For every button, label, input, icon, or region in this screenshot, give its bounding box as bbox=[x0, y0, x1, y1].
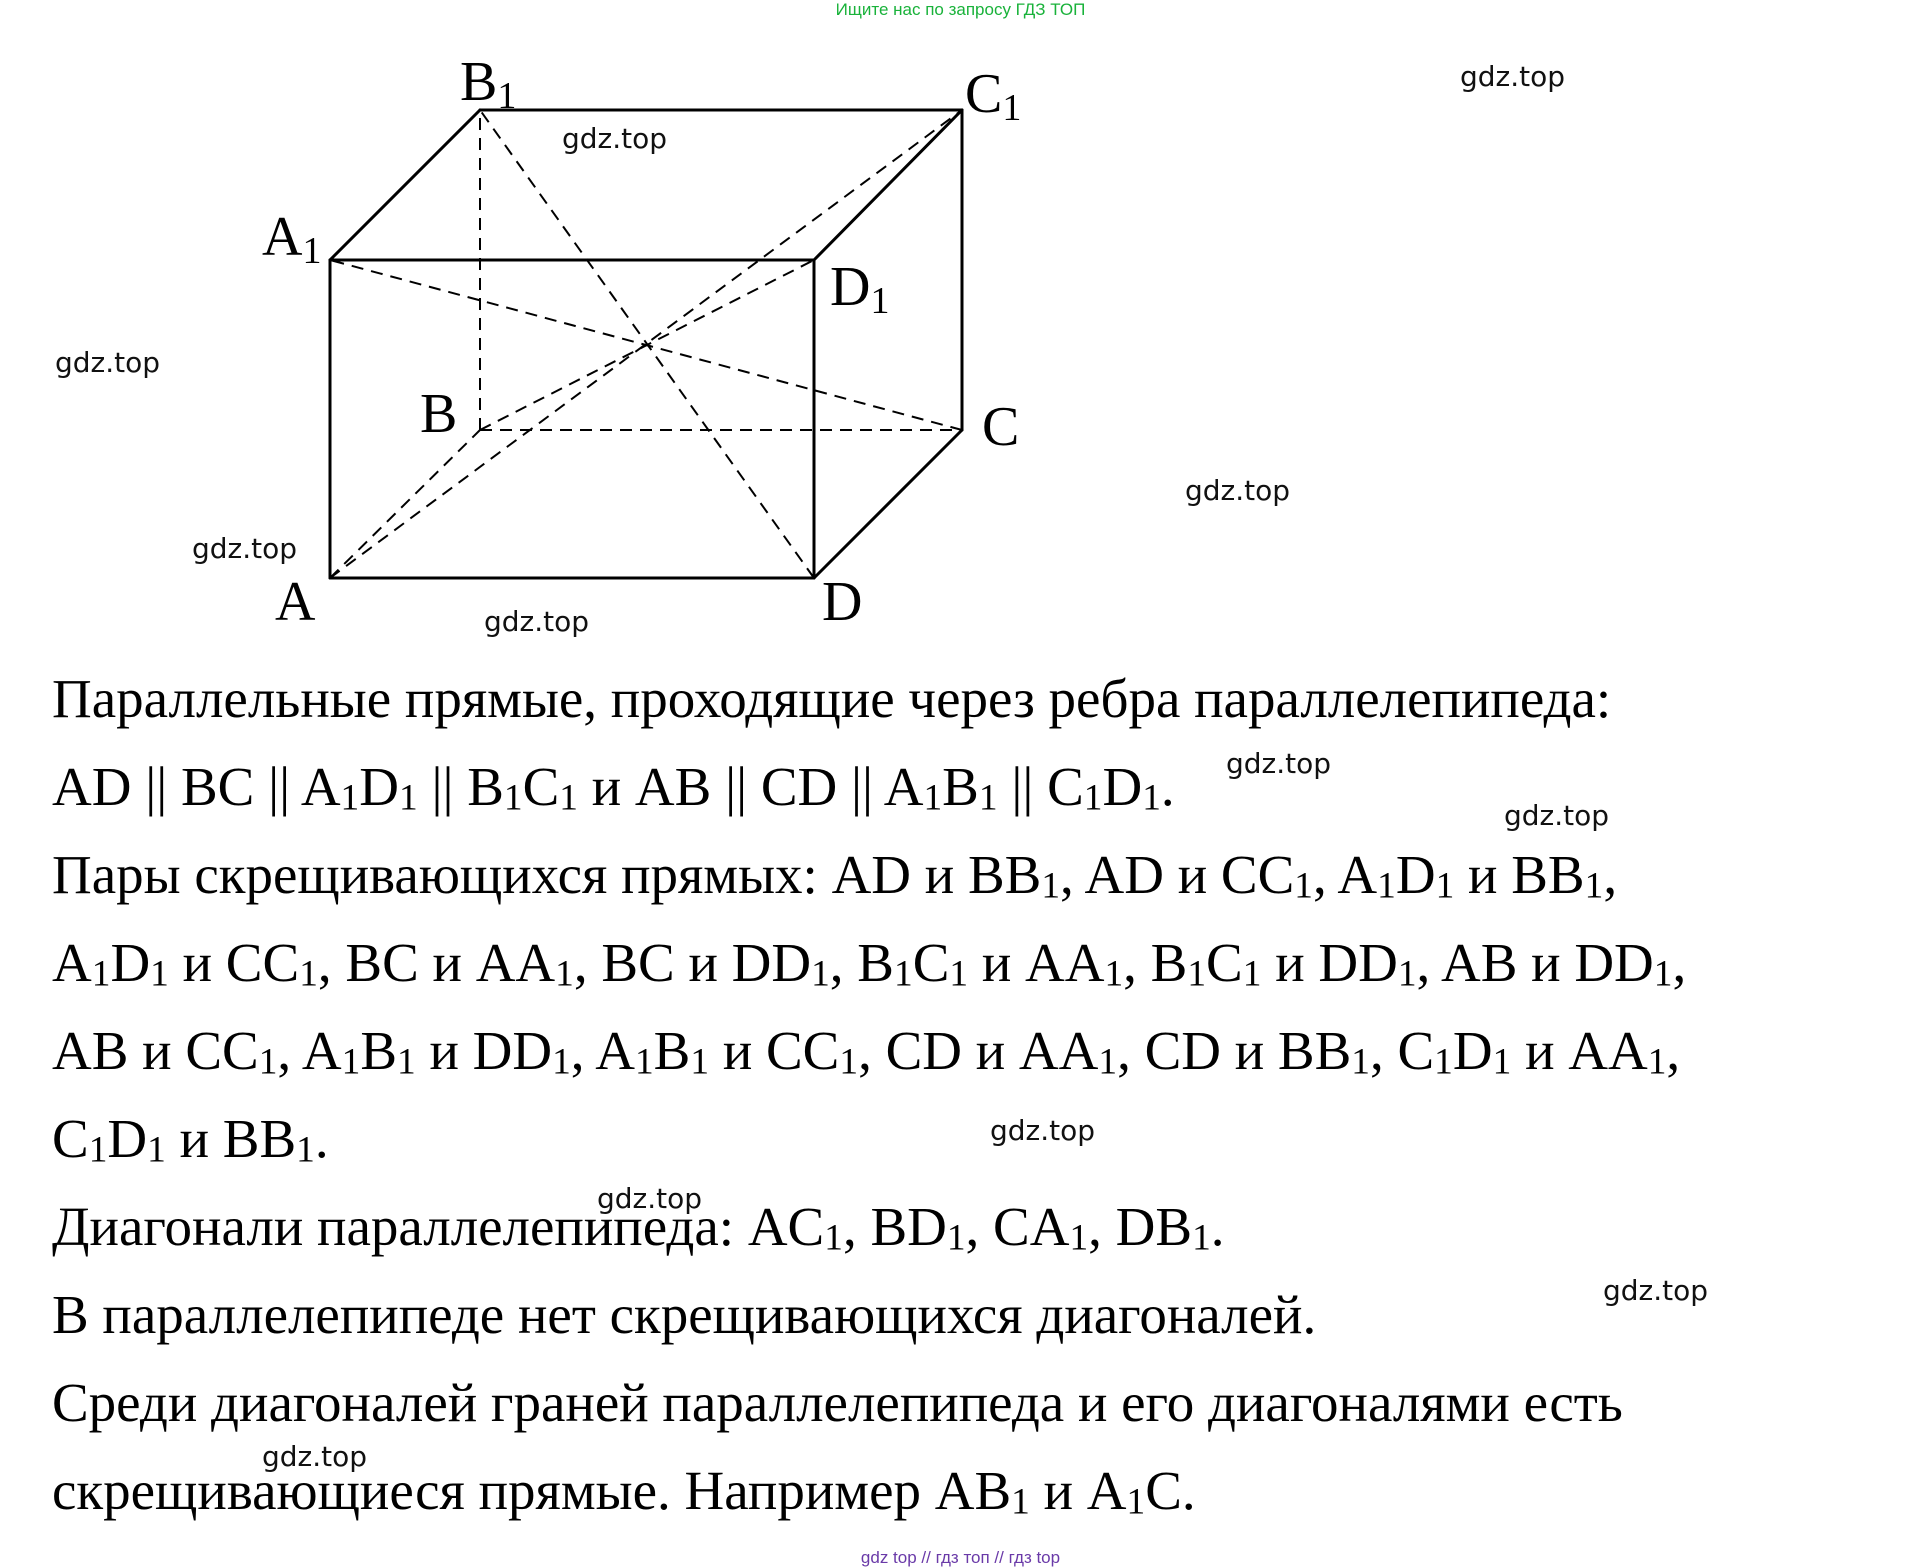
watermark: gdz.top bbox=[484, 605, 590, 638]
subscript: 1 bbox=[1653, 953, 1673, 995]
watermark: gdz.top bbox=[1603, 1274, 1709, 1307]
subscript: 1 bbox=[1142, 777, 1161, 819]
subscript: 1 bbox=[824, 1217, 843, 1259]
text-line-diagonals: Диагонали параллелепипеда: AC1, BD1, CA1… bbox=[52, 1196, 1225, 1259]
subscript: 1 bbox=[893, 953, 913, 995]
watermark: gdz.top bbox=[1226, 747, 1332, 780]
diagonal-c-a1 bbox=[329, 259, 963, 431]
watermark: gdz.top bbox=[597, 1182, 703, 1215]
text-line-skew-pairs-3: AB и CC1, A1B1 и DD1, A1B1 и CC1, CD и A… bbox=[52, 1020, 1681, 1083]
vertex-label-a: A bbox=[275, 571, 316, 633]
watermark: gdz.top bbox=[562, 122, 668, 155]
subscript: 1 bbox=[923, 777, 943, 819]
subscript: 1 bbox=[91, 953, 111, 995]
subscript: 1 bbox=[147, 1129, 166, 1171]
vertex-label-a1: A1 bbox=[262, 206, 321, 272]
subscript: 1 bbox=[1069, 1217, 1089, 1259]
solution-text: Параллельные прямые, проходящие через ре… bbox=[52, 655, 1912, 1535]
subscript: 1 bbox=[1187, 953, 1207, 995]
subscript: 1 bbox=[1492, 1041, 1512, 1083]
subscript: 1 bbox=[150, 953, 169, 995]
subscript: 1 bbox=[1011, 1481, 1030, 1523]
subscript: 1 bbox=[1098, 1041, 1118, 1083]
text-line-parallel-list: AD || BC || A1D1 || B1C1 и AB || CD || A… bbox=[52, 756, 1175, 819]
parallelepiped-figure: A B C D A1 B1 C1 D1 bbox=[262, 51, 1021, 633]
text-line-skew-pairs-2: A1D1 и CC1, BC и AA1, BC и DD1, B1C1 и A… bbox=[52, 932, 1687, 995]
subscript: 1 bbox=[1351, 1041, 1370, 1083]
edge-a-b bbox=[329, 429, 481, 579]
vertex-label-d: D bbox=[822, 571, 862, 633]
text-line-face-diagonals: Среди диагоналей граней параллелепипеда … bbox=[52, 1372, 1623, 1433]
subscript: 1 bbox=[1584, 865, 1604, 907]
text-line-parallel-heading: Параллельные прямые, проходящие через ре… bbox=[52, 668, 1612, 729]
subscript: 1 bbox=[1294, 865, 1313, 907]
subscript: 1 bbox=[978, 777, 998, 819]
bottom-banner[interactable]: gdz top // гдз топ // гдз top bbox=[860, 1548, 1061, 1567]
subscript: 1 bbox=[503, 777, 523, 819]
edge-d1-c1 bbox=[812, 108, 964, 262]
subscript: 1 bbox=[1104, 953, 1124, 995]
edge-d-c bbox=[812, 428, 964, 580]
subscript: 1 bbox=[839, 1041, 859, 1083]
subscript: 1 bbox=[552, 1041, 571, 1083]
vertex-label-b: B bbox=[420, 383, 457, 445]
subscript: 1 bbox=[1377, 865, 1396, 907]
vertex-label-d1: D1 bbox=[830, 256, 889, 322]
watermark: gdz.top bbox=[1504, 799, 1610, 832]
subscript: 1 bbox=[1192, 1217, 1211, 1259]
watermark: gdz.top bbox=[990, 1114, 1096, 1147]
subscript: 1 bbox=[1435, 865, 1455, 907]
text-line-no-skew-diagonals: В параллелепипеде нет скрещивающихся диа… bbox=[52, 1284, 1317, 1345]
hidden-edges bbox=[329, 109, 963, 579]
watermark: gdz.top bbox=[1185, 474, 1291, 507]
subscript: 1 bbox=[340, 777, 360, 819]
vertex-label-b1: B1 bbox=[460, 51, 516, 117]
text-line-skew-pairs-4: C1D1 и BB1. bbox=[52, 1108, 329, 1171]
subscript: 1 bbox=[258, 1041, 278, 1083]
subscript: 1 bbox=[299, 953, 318, 995]
subscript: 1 bbox=[949, 953, 969, 995]
subscript: 1 bbox=[555, 953, 574, 995]
subscript: 1 bbox=[1242, 953, 1262, 995]
vertex-label-c: C bbox=[982, 396, 1019, 458]
subscript: 1 bbox=[1397, 953, 1417, 995]
diagonal-a-c1 bbox=[329, 109, 963, 579]
subscript: 1 bbox=[397, 1041, 416, 1083]
subscript: 1 bbox=[1434, 1041, 1453, 1083]
edge-a1-b1 bbox=[328, 108, 482, 262]
subscript: 1 bbox=[88, 1129, 108, 1171]
subscript: 1 bbox=[559, 777, 578, 819]
watermark: gdz.top bbox=[192, 532, 298, 565]
diagonal-d-b1 bbox=[479, 109, 815, 579]
subscript: 1 bbox=[398, 777, 418, 819]
text-line-skew-pairs-1: Пары скрещивающихся прямых: AD и BB1, AD… bbox=[52, 844, 1618, 907]
vertex-label-c1: C1 bbox=[965, 63, 1021, 129]
subscript: 1 bbox=[634, 1041, 654, 1083]
subscript: 1 bbox=[690, 1041, 710, 1083]
subscript: 1 bbox=[946, 1217, 966, 1259]
subscript: 1 bbox=[811, 953, 830, 995]
subscript: 1 bbox=[1041, 865, 1061, 907]
subscript: 1 bbox=[1126, 1481, 1146, 1523]
subscript: 1 bbox=[1647, 1041, 1667, 1083]
top-banner[interactable]: Ищите нас по запросу ГДЗ ТОП bbox=[835, 0, 1086, 19]
text-line-example: скрещивающиеся прямые. Например AB1 и A1… bbox=[52, 1460, 1196, 1523]
watermark: gdz.top bbox=[55, 346, 161, 379]
solid-edges bbox=[328, 108, 964, 580]
subscript: 1 bbox=[1083, 777, 1103, 819]
subscript: 1 bbox=[341, 1041, 361, 1083]
watermark: gdz.top bbox=[262, 1440, 368, 1473]
subscript: 1 bbox=[296, 1129, 315, 1171]
watermark: gdz.top bbox=[1460, 60, 1566, 93]
